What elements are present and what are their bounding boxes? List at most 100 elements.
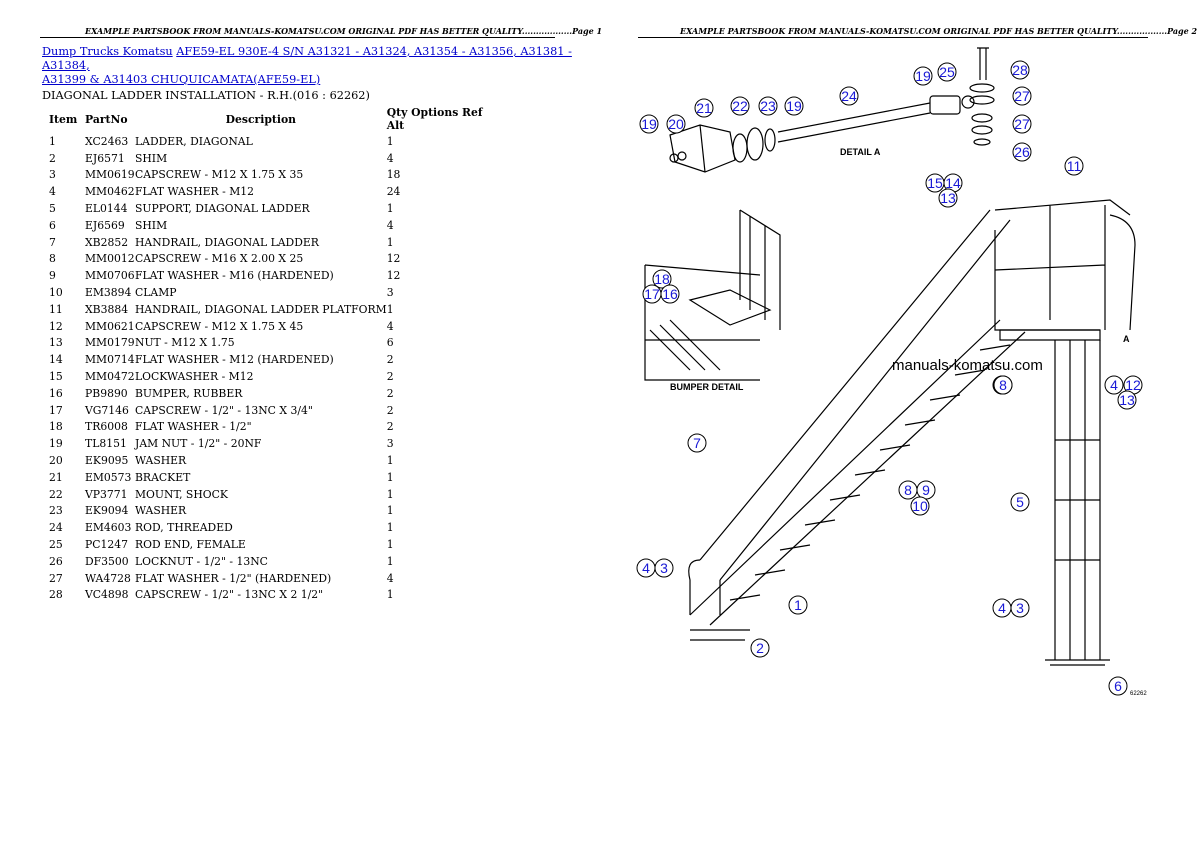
callout-number: 9 (922, 482, 930, 498)
callout-number: 19 (915, 68, 931, 84)
cell-qty: 2 (386, 403, 394, 417)
callout-number: 3 (660, 560, 668, 576)
cell-qty: 1 (386, 554, 394, 568)
cell-partno: MM0706 (85, 269, 135, 283)
cell-partno: MM0472 (85, 370, 135, 384)
col-header-qty: Qty Options Ref Alt (386, 106, 483, 132)
callout-6[interactable]: 6 (1108, 676, 1128, 696)
callout-5[interactable]: 5 (1010, 492, 1030, 512)
callout-1[interactable]: 1 (788, 595, 808, 615)
cell-description: FLAT WASHER - 1/2" (135, 420, 252, 434)
cell-qty: 1 (386, 487, 394, 501)
cell-qty: 1 (386, 134, 394, 148)
page1-header-rule (40, 37, 555, 38)
cell-partno: EM4603 (85, 521, 132, 535)
callout-4[interactable]: 4 (636, 558, 656, 578)
cell-qty: 2 (386, 353, 394, 367)
callout-circle (1010, 598, 1030, 618)
callout-17[interactable]: 17 (642, 284, 662, 304)
cell-description: SHIM (135, 151, 168, 165)
callout-number: 27 (1014, 116, 1030, 132)
callout-27[interactable]: 27 (1012, 114, 1032, 134)
callout-number: 14 (945, 175, 961, 191)
callout-28[interactable]: 28 (1010, 60, 1030, 80)
page1-header: EXAMPLE PARTSBOOK FROM MANUALS-KOMATSU.C… (85, 26, 603, 36)
cell-description: LOCKNUT - 1/2" - 13NC (135, 554, 268, 568)
callout-13[interactable]: 13 (1117, 390, 1137, 410)
ladder-stringer (689, 319, 1026, 626)
callout-3[interactable]: 3 (654, 558, 674, 578)
callout-18[interactable]: 18 (652, 269, 672, 289)
cell-qty: 1 (386, 504, 394, 518)
callout-number: 4 (642, 560, 650, 576)
callout-8[interactable]: 8 (898, 480, 918, 500)
callout-15[interactable]: 15 (925, 173, 945, 193)
callout-21[interactable]: 21 (694, 98, 714, 118)
cell-partno: EJ6569 (85, 218, 125, 232)
cell-item: 24 (49, 521, 63, 535)
cell-item: 2 (49, 151, 56, 165)
watermark: manuals-komatsu.com (892, 357, 1043, 374)
callout-4[interactable]: 4 (992, 598, 1012, 618)
cell-item: 11 (49, 302, 63, 316)
table-header-row: Item PartNo Description Qty Options Ref … (42, 105, 487, 133)
callout-10[interactable]: 10 (910, 496, 930, 516)
breadcrumb-link-model[interactable]: AFE59-EL 930E-4 S/N A31321 - A31324, A31… (42, 45, 572, 72)
cell-qty: 3 (386, 437, 394, 451)
callout-22[interactable]: 22 (730, 96, 750, 116)
callout-19[interactable]: 19 (913, 66, 933, 86)
callout-number: 19 (786, 98, 802, 114)
breadcrumb-link-model-cont[interactable]: A31399 & A31403 CHUQUICAMATA(AFE59-EL) (42, 73, 321, 86)
cell-partno: MM0621 (85, 319, 135, 333)
callout-26[interactable]: 26 (1012, 142, 1032, 162)
callout-9[interactable]: 9 (916, 480, 936, 500)
callout-4[interactable]: 4 (1104, 375, 1124, 395)
callout-11[interactable]: 11 (1064, 156, 1084, 176)
callout-20[interactable]: 20 (666, 114, 686, 134)
callout-number: 26 (1014, 144, 1030, 160)
cell-description: FLAT WASHER - 1/2" (HARDENED) (135, 571, 332, 585)
callout-circle (910, 496, 930, 516)
cell-qty: 2 (386, 370, 394, 384)
callout-circle (913, 66, 933, 86)
callout-circle (694, 98, 714, 118)
breadcrumb-link-dump-trucks[interactable]: Dump Trucks Komatsu (42, 45, 173, 58)
callout-14[interactable]: 14 (943, 173, 963, 193)
callout-2[interactable]: 2 (750, 638, 770, 658)
cell-description: FLAT WASHER - M12 (HARDENED) (135, 353, 334, 367)
callout-number: 4 (998, 600, 1006, 616)
callout-circle (937, 62, 957, 82)
cell-description: CAPSCREW - M12 X 1.75 X 35 (135, 168, 304, 182)
callout-19[interactable]: 19 (639, 114, 659, 134)
page2-header-rule (638, 37, 1148, 38)
callout-24[interactable]: 24 (839, 86, 859, 106)
bumper-detail-label: BUMPER DETAIL (670, 382, 744, 392)
callout-19[interactable]: 19 (784, 96, 804, 116)
callout-circle (666, 114, 686, 134)
cell-qty: 4 (386, 218, 394, 232)
callout-16[interactable]: 16 (660, 284, 680, 304)
callout-7[interactable]: 7 (687, 433, 707, 453)
callout-number: 25 (939, 64, 955, 80)
callout-13[interactable]: 13 (938, 188, 958, 208)
callout-circle (750, 638, 770, 658)
callout-23[interactable]: 23 (758, 96, 778, 116)
callout-25[interactable]: 25 (937, 62, 957, 82)
drawing-number: 62262 (1130, 691, 1147, 697)
callout-27[interactable]: 27 (1012, 86, 1032, 106)
callout-8[interactable]: 8 (993, 375, 1013, 395)
cell-qty: 6 (386, 336, 394, 350)
callout-3[interactable]: 3 (1010, 598, 1030, 618)
callout-number: 13 (1119, 392, 1135, 408)
callout-12[interactable]: 12 (1123, 375, 1143, 395)
callout-number: 5 (1016, 494, 1024, 510)
